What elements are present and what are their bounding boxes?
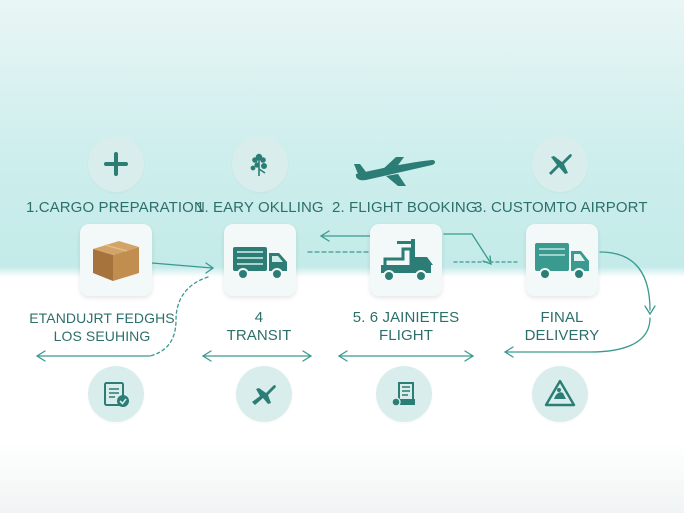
airplane-icon [532, 136, 588, 192]
step-label-cargo-preparation: 1.CARGO PREPARATION [26, 199, 205, 216]
truck-tile [224, 224, 296, 296]
delivery-truck-icon [535, 243, 589, 280]
plant-icon [232, 136, 288, 192]
plus-icon [88, 136, 144, 192]
warning-sign-icon [532, 366, 588, 422]
step-label-custom-airport: 3. CUSTOMTO AIRPORT [474, 199, 648, 216]
step-label-line-2: DELIVERY [524, 327, 600, 344]
forklift-truck-tile [370, 224, 442, 296]
step-label-transit: 4 TRANSIT [214, 309, 304, 345]
step-label-line-1: 4 [254, 309, 264, 326]
delivery-truck-tile [526, 224, 598, 296]
document-scanner-icon [376, 366, 432, 422]
connector-arrow-5 [599, 251, 651, 311]
step-label-line-1: 5. 6 JAINIETES [352, 309, 460, 326]
step-label-early: 1. EARY OKLLING [196, 199, 324, 216]
step-label-line-1: FINAL [540, 309, 584, 326]
step-label-line-1: ETANDUJRT FEDGHS [29, 310, 175, 326]
airplane-icon [236, 366, 292, 422]
step-label-standard-feedings: ETANDUJRT FEDGHS LOS SEUHING [24, 309, 180, 345]
document-check-icon [88, 366, 144, 422]
cardboard-box-tile [80, 224, 152, 296]
step-label-line-2: FLIGHT [379, 327, 433, 344]
connector-arrow-1 [151, 262, 213, 269]
step-label-flight-booking: 2. FLIGHT BOOKING [332, 199, 478, 216]
connector-arrow-4 [443, 233, 491, 263]
step-label-line-2: TRANSIT [226, 327, 292, 344]
step-label-flight: 5. 6 JAINIETES FLIGHT [346, 309, 466, 345]
step-label-line-2: LOS SEUHING [53, 328, 151, 344]
step-label-final-delivery: FINAL DELIVERY [514, 309, 610, 345]
forklift-truck-icon [381, 239, 433, 282]
cardboard-box-icon [93, 241, 139, 281]
airplane-icon [352, 152, 436, 188]
truck-icon [233, 247, 287, 280]
